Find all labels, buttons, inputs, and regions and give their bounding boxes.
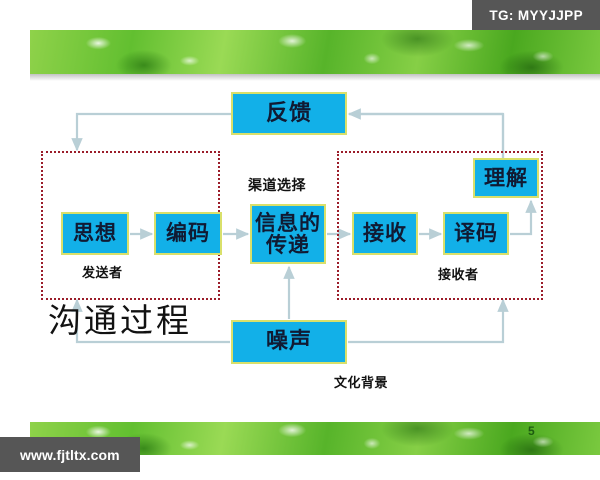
site-watermark: www.fjtltx.com: [0, 437, 140, 472]
receiver-group-frame: [337, 151, 543, 300]
node-receive[interactable]: 接收: [352, 212, 418, 255]
page-title: 沟通过程: [48, 301, 192, 340]
telegram-watermark: TG: MYYJJPP: [472, 0, 600, 30]
node-noise[interactable]: 噪声: [231, 320, 347, 364]
page-number: 5: [528, 424, 535, 438]
label-channel-select: 渠道选择: [248, 178, 306, 194]
top-leaf-banner: [30, 30, 600, 81]
connector-lines: [71, 108, 537, 344]
label-receiver: 接收者: [438, 268, 479, 283]
node-encode[interactable]: 编码: [154, 212, 222, 255]
node-feedback[interactable]: 反馈: [231, 92, 347, 135]
node-decode[interactable]: 译码: [443, 212, 509, 255]
node-message-transmission[interactable]: 信息的 传递: [250, 204, 326, 264]
communication-process-diagram: 反馈 思想 编码 信息的 传递 接收 译码 理解 噪声 渠道选择 发送者 接收者…: [0, 74, 600, 422]
label-cultural-background: 文化背景: [334, 376, 389, 391]
node-thought[interactable]: 思想: [61, 212, 129, 255]
label-sender: 发送者: [82, 266, 123, 281]
node-understand[interactable]: 理解: [473, 158, 539, 198]
